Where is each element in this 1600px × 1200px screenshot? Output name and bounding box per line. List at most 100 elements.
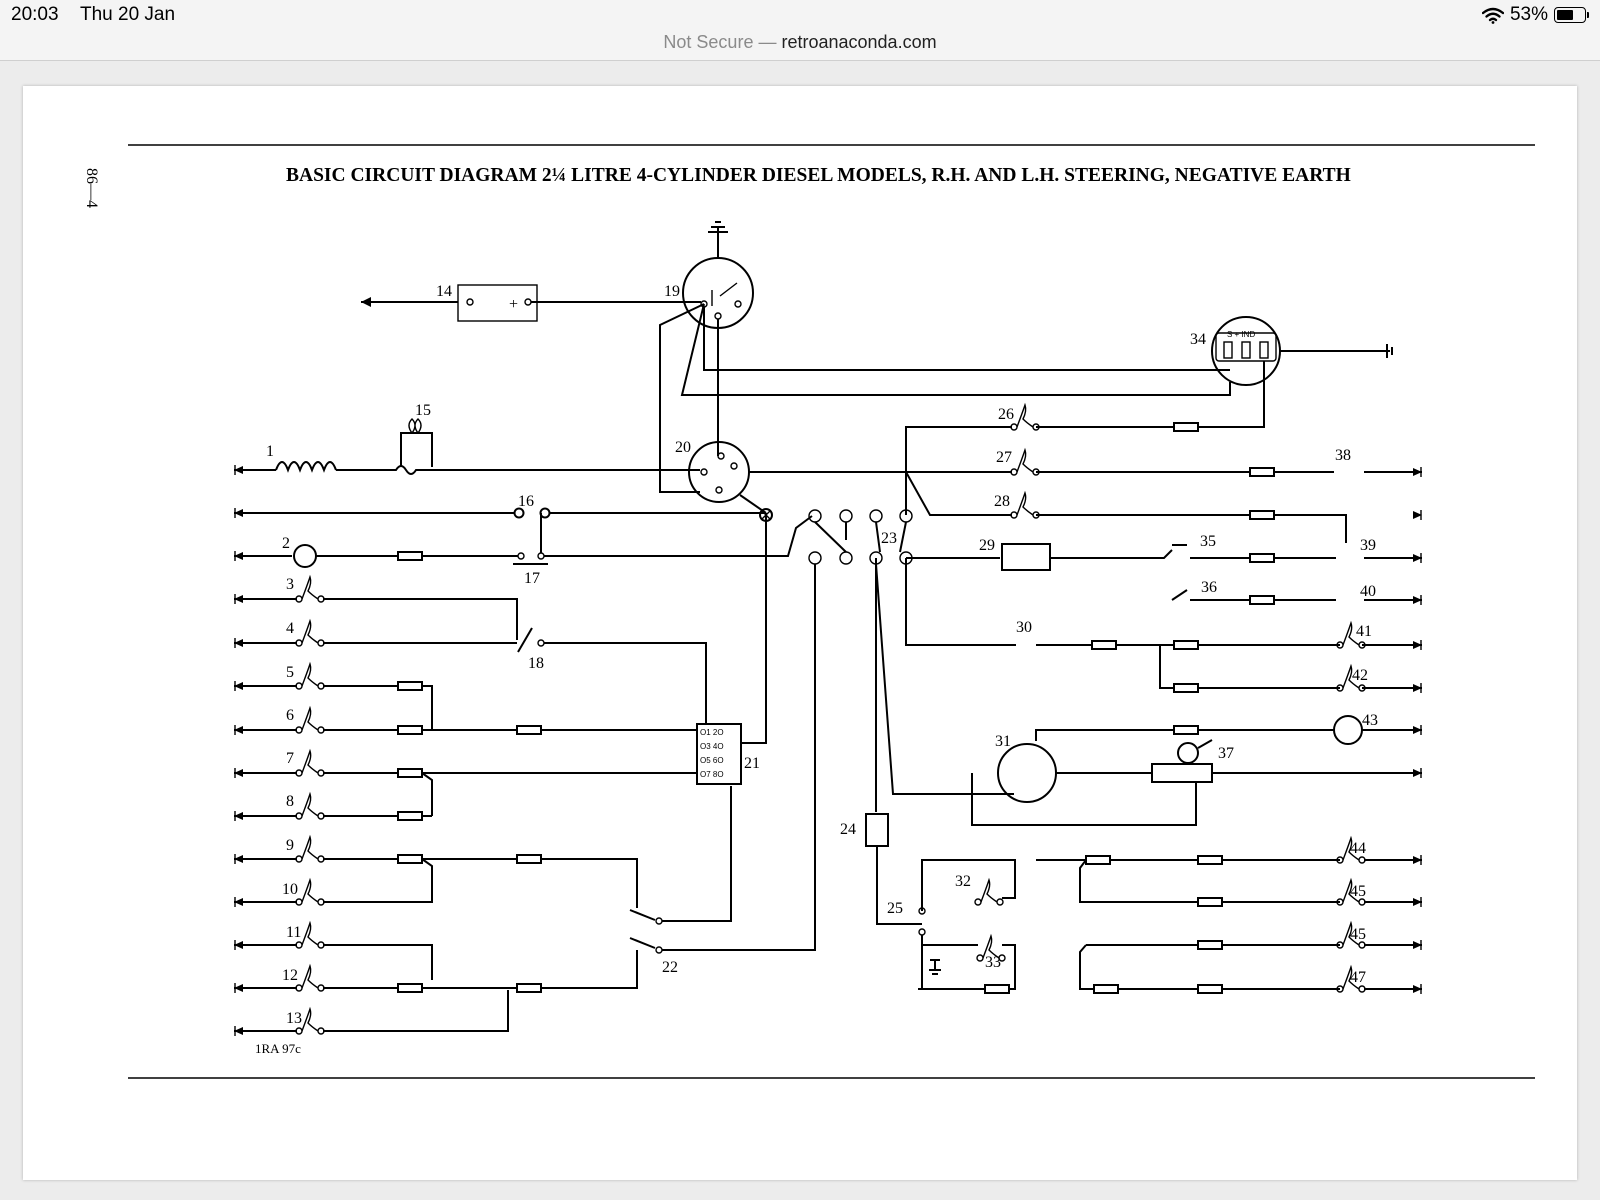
earth-end-right <box>1413 726 1422 734</box>
component-number: 24 <box>840 821 856 838</box>
earth-end-left <box>234 639 243 647</box>
component-number: 31 <box>995 733 1011 750</box>
part-34-gauge: S + IND <box>1207 316 1393 428</box>
feed-line-1 <box>234 418 700 475</box>
earth-end-left <box>234 595 243 603</box>
circuit-diagram: 86—4 BASIC CIRCUIT DIAGRAM 2¼ LITRE 4-CY… <box>83 144 1535 1079</box>
component-number: 2 <box>282 535 290 552</box>
earth-end-right <box>1413 641 1422 649</box>
component-number: 11 <box>286 924 301 941</box>
component-callouts: 1234567891011121314151617181920212223242… <box>266 283 1378 1027</box>
earth-end-left <box>234 855 243 863</box>
diagram-title: BASIC CIRCUIT DIAGRAM 2¼ LITRE 4-CYLINDE… <box>286 165 1351 186</box>
lamp-symbol <box>1336 877 1366 906</box>
security-label: Not Secure <box>663 32 754 52</box>
lamp-symbol <box>295 1006 325 1035</box>
earth-end-right <box>1413 511 1422 519</box>
earth-end-right <box>1413 898 1422 906</box>
component-number: 27 <box>996 449 1012 466</box>
earth-end-left <box>234 898 243 906</box>
gauge-terminal-label: S + IND <box>1227 330 1255 339</box>
component-number: 5 <box>286 664 294 681</box>
earth-end-left <box>234 769 243 777</box>
lamp-symbol <box>1336 663 1366 692</box>
lamp-symbol <box>974 877 1004 906</box>
feed-line-2-17 <box>234 513 813 568</box>
part-24-25 <box>865 813 987 990</box>
component-number: 3 <box>286 576 294 593</box>
right-circuits <box>905 422 1422 994</box>
lamp-symbol <box>1010 447 1040 476</box>
component-number: 1 <box>266 443 274 460</box>
feed-line-3-4-18 <box>234 598 707 724</box>
component-number: 8 <box>286 793 294 810</box>
diagram-reference: 1RA 97c <box>255 1041 301 1056</box>
status-date: Thu 20 Jan <box>80 4 176 25</box>
earth-end-right <box>1413 985 1422 993</box>
component-number: 25 <box>887 900 903 917</box>
battery-percent: 53% <box>1509 4 1548 25</box>
component-number: 39 <box>1360 537 1376 554</box>
url-bar[interactable]: Not Secure — retroanaconda.com <box>0 28 1600 61</box>
component-number: 19 <box>664 283 680 300</box>
earth-end-right <box>1413 684 1422 692</box>
component-number: 32 <box>955 873 971 890</box>
component-number: 41 <box>1356 623 1372 640</box>
component-number: 9 <box>286 837 294 854</box>
svg-text:O1 2O: O1 2O <box>700 728 724 737</box>
component-number: 33 <box>985 954 1001 971</box>
part-23-fuse-block <box>808 426 1014 812</box>
component-number: 26 <box>998 406 1014 423</box>
component-number: 17 <box>524 570 540 587</box>
feed-line-16 <box>234 507 766 519</box>
earth-end-left <box>234 509 243 517</box>
lamp-symbol <box>976 933 1006 962</box>
url-separator: — <box>758 32 777 52</box>
component-number: 6 <box>286 707 294 724</box>
earth-end-right <box>1413 596 1422 604</box>
svg-text:O5 6O: O5 6O <box>700 756 724 765</box>
lamp-symbol <box>1336 920 1366 949</box>
status-right: 53% <box>1481 4 1589 26</box>
svg-text:O7 8O: O7 8O <box>700 770 724 779</box>
lamp-symbol <box>295 574 325 603</box>
lamp-symbol <box>295 748 325 777</box>
component-number: 10 <box>282 881 298 898</box>
earth-end-left <box>234 682 243 690</box>
earth-end-right <box>1413 769 1422 777</box>
earth-end-left <box>234 726 243 734</box>
earth-end-left <box>234 984 243 992</box>
earth-end-right <box>1413 941 1422 949</box>
component-number: 36 <box>1201 579 1217 596</box>
status-time: 20:03 <box>11 4 59 25</box>
lamp-symbol <box>1336 620 1366 649</box>
earth-end-right <box>1413 856 1422 864</box>
part-22-switch <box>629 564 816 954</box>
lamp-symbol <box>295 661 325 690</box>
lamp-symbol <box>1336 964 1366 993</box>
earth-end-left <box>234 466 243 474</box>
component-number: 37 <box>1218 745 1234 762</box>
component-number: 35 <box>1200 533 1216 550</box>
component-number: 23 <box>881 530 897 547</box>
status-bar: 20:03 Thu 20 Jan 53% <box>0 0 1600 32</box>
feed-lines-9-13 <box>234 854 638 1032</box>
svg-text:O3 4O: O3 4O <box>700 742 724 751</box>
svg-text:+: + <box>509 296 518 313</box>
lamp-symbol <box>1010 490 1040 519</box>
wifi-icon <box>1481 7 1504 24</box>
url-domain: retroanaconda.com <box>781 32 937 52</box>
component-number: 14 <box>436 283 452 300</box>
lamp-symbol <box>295 705 325 734</box>
component-number: 43 <box>1362 712 1378 729</box>
lamp-symbol <box>295 791 325 820</box>
lamp-symbol <box>1336 835 1366 864</box>
component-number: 45 <box>1350 883 1366 900</box>
earth-end-left <box>234 812 243 820</box>
component-number: 18 <box>528 655 544 672</box>
lamp-symbol <box>295 963 325 992</box>
part-20-switch <box>688 441 906 514</box>
earth-end-left <box>234 552 243 560</box>
component-number: 21 <box>744 755 760 772</box>
component-number: 13 <box>286 1010 302 1027</box>
